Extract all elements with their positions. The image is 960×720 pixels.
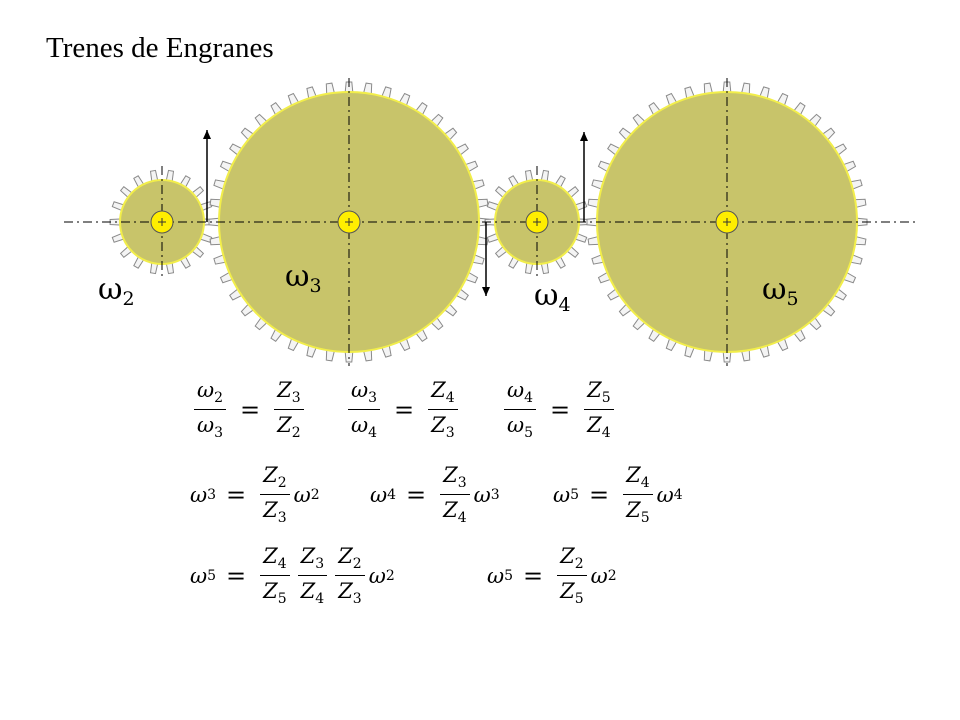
velocity-arrow-down-head [482, 287, 490, 296]
omega-3-label: ω3 [285, 259, 322, 297]
velocity-arrow-up-2 [580, 132, 588, 222]
omega-4-label: ω4 [534, 278, 571, 316]
gear-train-diagram [64, 78, 918, 366]
velocity-arrow-up-2-head [580, 132, 588, 141]
page-title: Trenes de Engranes [46, 32, 274, 64]
velocity-arrow-down [482, 222, 490, 296]
omega-2-label: ω2 [98, 272, 135, 310]
velocity-arrow-up-1-head [203, 130, 211, 139]
omega-5-label: ω5 [762, 272, 799, 310]
axis-layer [64, 78, 918, 366]
velocity-arrow-up-1 [203, 130, 211, 222]
